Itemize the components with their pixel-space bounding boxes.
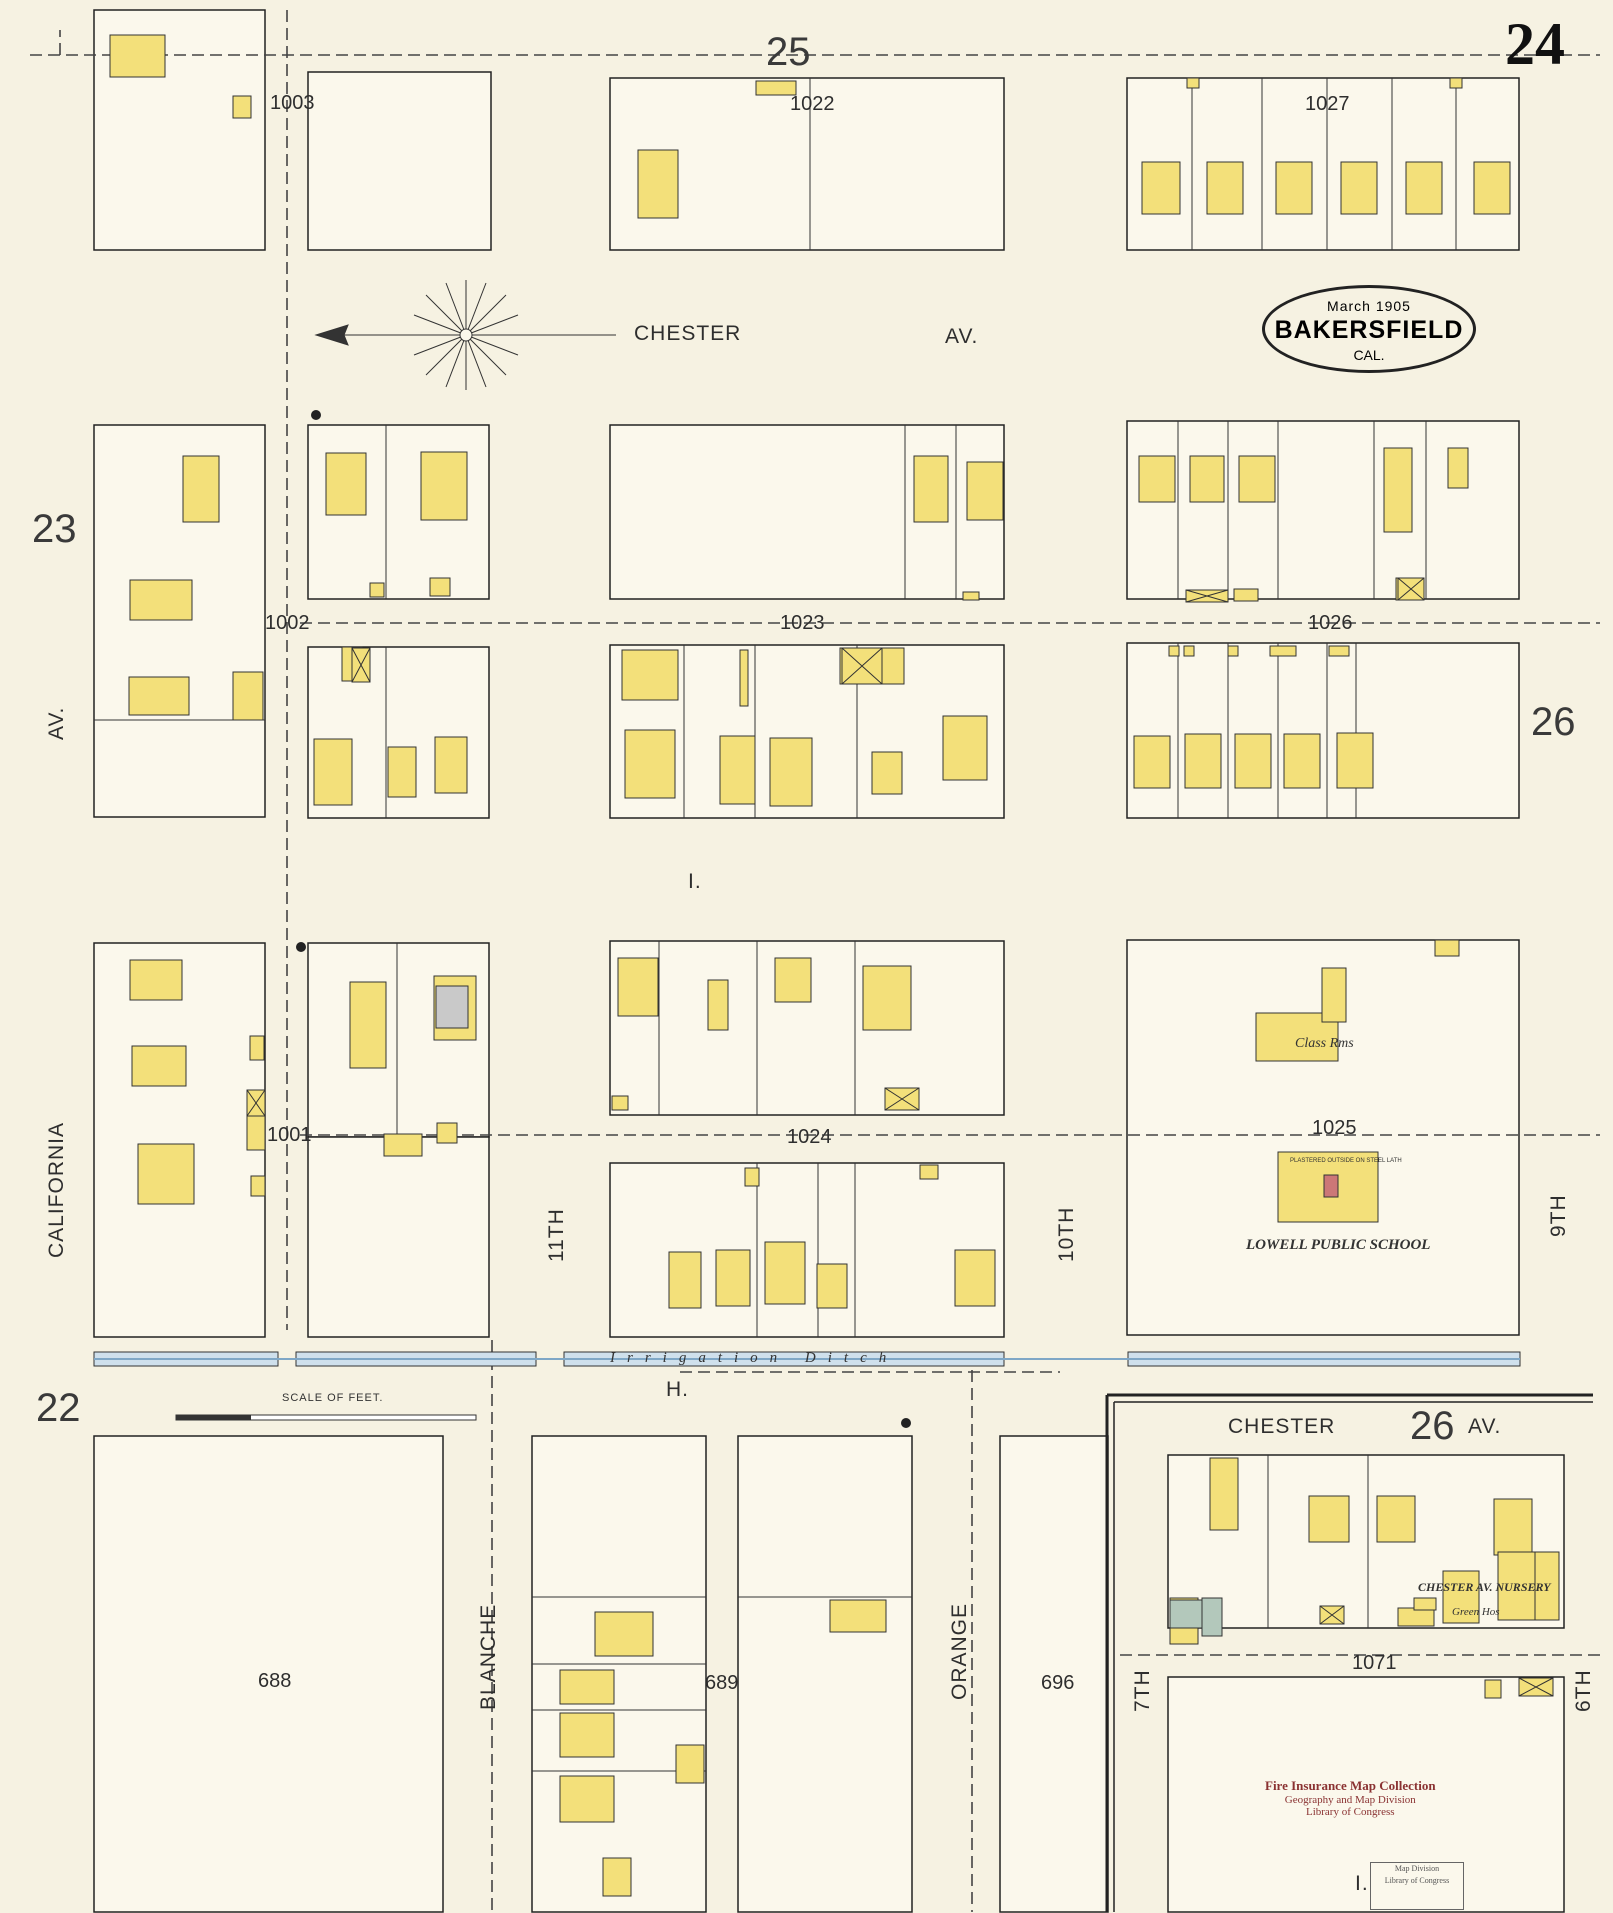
compass-rose (314, 280, 616, 390)
block-1026: 1026 (1308, 612, 1353, 634)
scale-of-feet-label: SCALE OF FEET. (282, 1392, 384, 1404)
map-division-stamp: Map Division Library of Congress (1370, 1862, 1464, 1910)
block-696: 696 (1041, 1672, 1075, 1694)
street-california: CALIFORNIA (45, 1121, 68, 1258)
street-blanche: BLANCHE (477, 1603, 500, 1710)
block-1001: 1001 (267, 1124, 312, 1146)
badge-state: CAL. (1353, 347, 1385, 363)
street-number-23: 23 (32, 507, 77, 551)
stamp-line-2: Geography and Map Division (1284, 1794, 1416, 1806)
street-h: H. (666, 1378, 689, 1401)
block-688: 688 (258, 1670, 292, 1692)
street-eleventh: 11TH (545, 1208, 568, 1262)
street-av-lower: AV. (1468, 1415, 1502, 1438)
block-1071: 1071 (1352, 1652, 1397, 1674)
stamp-line-1: Fire Insurance Map Collection (1265, 1778, 1436, 1793)
x-boxes (246, 577, 1554, 1697)
scale-bar (175, 1414, 477, 1421)
class-rooms-label: Class Rms (1295, 1036, 1354, 1051)
block-1023: 1023 (780, 612, 825, 634)
street-orange: ORANGE (948, 1602, 971, 1700)
street-sixth: 6TH (1572, 1669, 1595, 1712)
street-number-25: 25 (766, 30, 811, 74)
stamp-line-3: Library of Congress (1305, 1806, 1395, 1818)
block-1022: 1022 (790, 93, 835, 115)
block-1025: 1025 (1312, 1117, 1357, 1139)
school-label: LOWELL PUBLIC SCHOOL (1246, 1237, 1431, 1253)
street-i-bottom: I. (1355, 1872, 1369, 1895)
street-tenth: 10TH (1055, 1206, 1078, 1262)
green-houses-label: Green Hos (1452, 1606, 1500, 1618)
block-1024: 1024 (787, 1126, 832, 1148)
inset-frame (1105, 1393, 1593, 1912)
street-number-22: 22 (36, 1386, 81, 1430)
library-stamp: Fire Insurance Map Collection Geography … (1265, 1778, 1436, 1818)
block-1027: 1027 (1305, 93, 1350, 115)
block-1003: 1003 (270, 92, 315, 114)
map-stamp-line-2: Library of Congress (1384, 1876, 1450, 1885)
street-i-middle: I. (688, 870, 702, 893)
dwellings (109, 34, 1560, 1897)
badge-city: BAKERSFIELD (1274, 316, 1464, 344)
badge-date: March 1905 (1327, 298, 1411, 314)
irrigation-ditch (93, 1351, 1521, 1367)
street-number-26: 26 (1531, 700, 1576, 744)
block-689: 689 (705, 1672, 739, 1694)
street-av-upper: AV. (945, 325, 979, 348)
block-1002: 1002 (265, 612, 310, 634)
plastered-note: PLASTERED OUTSIDE ON STEEL LATH (1290, 1158, 1402, 1164)
hydrants (296, 410, 911, 1428)
green-houses (435, 985, 1223, 1637)
street-av-left: AV. (45, 706, 68, 740)
street-chester-lower: CHESTER (1228, 1415, 1336, 1438)
street-ninth: 9TH (1547, 1194, 1570, 1237)
irrigation-ditch-label: Irrigation Ditch (610, 1350, 899, 1366)
nursery-label: CHESTER AV. NURSERY (1418, 1580, 1551, 1594)
water-pipes (30, 10, 1600, 1912)
street-chester-upper: CHESTER (634, 322, 742, 345)
street-26-lower: 26 (1410, 1404, 1455, 1448)
map-stamp-line-1: Map Division (1394, 1864, 1440, 1873)
title-badge: March 1905 BAKERSFIELD CAL. (1262, 285, 1476, 373)
sheet-number: 24 (1505, 11, 1565, 77)
street-seventh: 7TH (1131, 1669, 1154, 1712)
